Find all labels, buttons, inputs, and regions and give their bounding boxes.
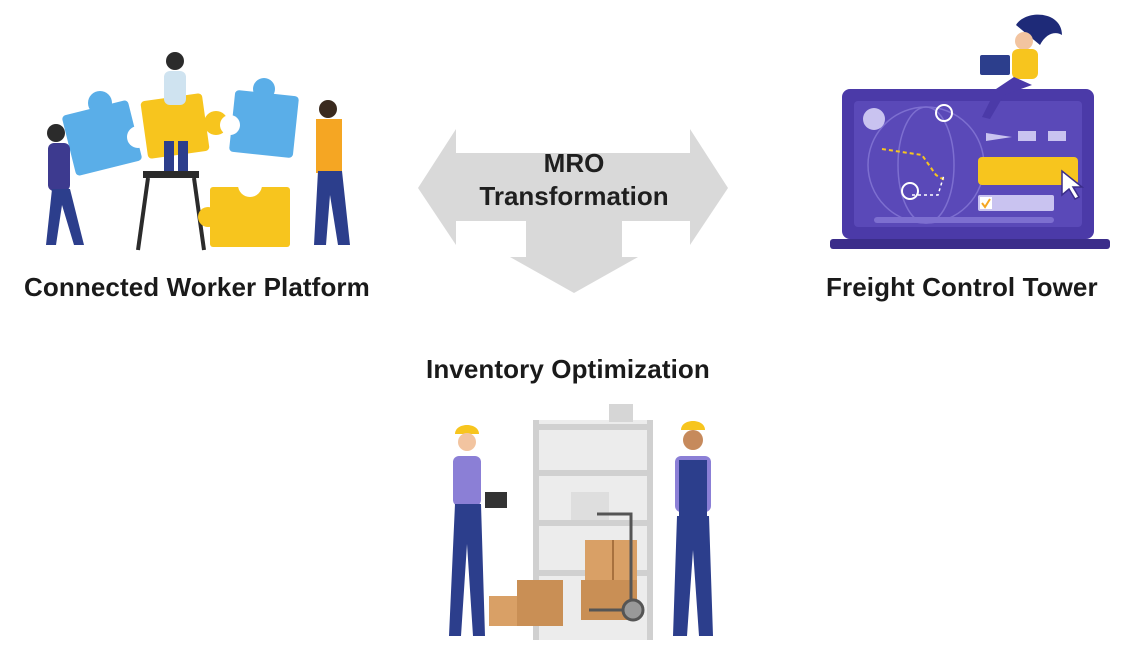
man-left-icon [46, 124, 84, 245]
user-avatar-icon [863, 108, 885, 130]
freight-control-illustration [826, 5, 1116, 255]
freight-control-label: Freight Control Tower [826, 272, 1098, 302]
connected-worker-illustration [40, 45, 370, 255]
woman-with-laptop-icon [980, 14, 1062, 119]
man-right-icon [314, 100, 350, 245]
transport-icons [986, 131, 1066, 141]
three-way-arrow-icon [418, 129, 728, 293]
clipboard-icon [485, 492, 507, 508]
inventory-label: Inventory Optimization [426, 354, 710, 384]
mro-transformation-arrow: MRO Transformation [418, 125, 730, 295]
puzzle-piece-yellow-bottom-icon [198, 173, 290, 247]
center-title-line1: MRO [543, 148, 605, 178]
stool-icon [143, 171, 199, 178]
puzzle-piece-blue-right-icon [220, 78, 299, 158]
dashboard-highlight-icon [978, 157, 1078, 185]
male-worker-icon [673, 421, 713, 636]
map-pin-icon [901, 182, 919, 200]
hand-truck-icon [589, 512, 645, 622]
female-worker-icon [449, 425, 507, 636]
center-title: MRO Transformation [418, 147, 730, 213]
inventory-illustration [425, 400, 725, 640]
laptop-base-icon [830, 239, 1110, 249]
puzzle-piece-blue-left-icon [62, 91, 149, 176]
center-title-line2: Transformation [479, 181, 669, 211]
woman-on-stool-icon [164, 52, 188, 171]
connected-worker-label: Connected Worker Platform [24, 272, 370, 302]
map-pin-icon [935, 104, 953, 122]
cardboard-boxes-icon [489, 540, 637, 626]
checkbox-icon [981, 198, 991, 209]
cursor-icon [1061, 169, 1085, 200]
